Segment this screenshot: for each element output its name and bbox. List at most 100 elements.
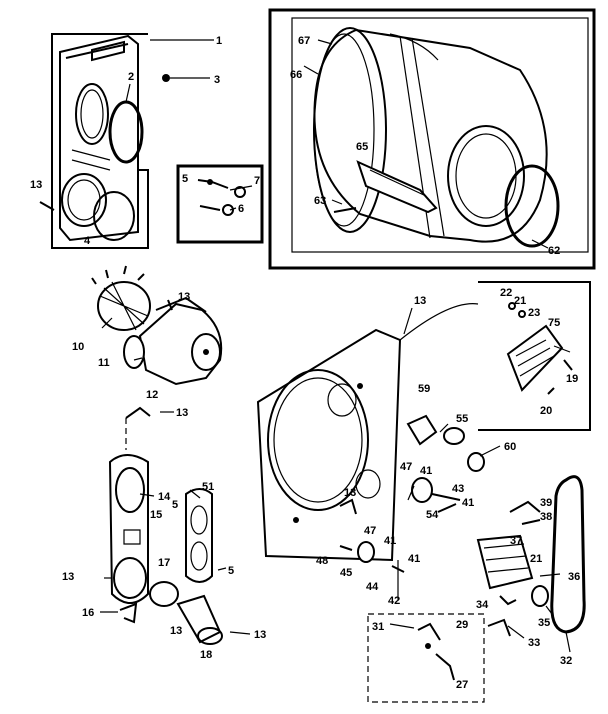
- lint-duct-cover: [185, 488, 213, 583]
- callout-33: 33: [528, 637, 540, 649]
- callout-19: 19: [566, 373, 578, 385]
- callout-43: 43: [452, 483, 464, 495]
- callout-18: 18: [200, 649, 212, 661]
- screw-19: [563, 359, 573, 371]
- callout-7: 7: [254, 175, 260, 187]
- callout-17: 17: [158, 557, 170, 569]
- callout-22: 22: [500, 287, 512, 299]
- callout-47b: 47: [364, 525, 376, 537]
- callout-23: 23: [528, 307, 540, 319]
- callout-3: 3: [214, 74, 220, 86]
- callout-21: 21: [514, 295, 526, 307]
- baffle-screw: [333, 207, 357, 213]
- clip-45: [339, 545, 353, 551]
- thermostat-55: [443, 427, 465, 445]
- callout-13e: 13: [170, 625, 182, 637]
- callout-21b: 21: [530, 553, 542, 565]
- callout-59: 59: [418, 383, 430, 395]
- shaft-43: [431, 493, 461, 501]
- callout-36: 36: [568, 571, 580, 583]
- callout-41c: 41: [384, 535, 396, 547]
- callout-32: 32: [560, 655, 572, 667]
- motor-bracket-39: [509, 500, 541, 513]
- lint-window: [93, 191, 135, 241]
- drive-belt: [550, 475, 586, 634]
- pulley-22: [508, 302, 516, 310]
- callout-51: 51: [202, 481, 214, 493]
- callout-60: 60: [504, 441, 516, 453]
- switch-29: [417, 622, 441, 641]
- screw-13: [39, 201, 55, 211]
- callout-47: 47: [400, 461, 412, 473]
- idler-group-box: [478, 281, 591, 431]
- bearing-60: [467, 452, 485, 472]
- callout-1: 1: [216, 35, 222, 47]
- exhaust-duct: [108, 454, 149, 604]
- drum-group-box: [268, 8, 596, 270]
- bracket-48: [339, 498, 357, 515]
- bracket-16: [119, 602, 138, 624]
- switch-group-box: [367, 613, 485, 703]
- callout-35: 35: [538, 617, 550, 629]
- callout-75: 75: [548, 317, 560, 329]
- callout-42: 42: [388, 595, 400, 607]
- screw-13-blower: [167, 299, 173, 311]
- callout-5: 5: [182, 173, 188, 185]
- callout-labels: 1 2 3 13 4 5 7 6 67 66 65 63 62 13 10 11…: [30, 35, 580, 691]
- drum-inner-box: [291, 17, 589, 253]
- hardware-group-box: [176, 164, 264, 244]
- callout-39: 39: [540, 497, 552, 509]
- back-cover-arc: [399, 303, 479, 341]
- callout-5c: 5: [228, 565, 234, 577]
- callout-5b: 5: [172, 499, 178, 511]
- bracket-34: [499, 595, 517, 606]
- thermostat-59: [406, 414, 438, 446]
- callout-11: 11: [98, 357, 110, 369]
- front-panel-group-box: [51, 33, 149, 249]
- callout-65: 65: [356, 141, 368, 153]
- fastener-3: [162, 74, 170, 82]
- bracket-33: [487, 618, 511, 637]
- callout-13b: 13: [178, 291, 190, 303]
- callout-13c: 13: [176, 407, 188, 419]
- callout-63: 63: [314, 195, 326, 207]
- screw-20: [547, 387, 555, 395]
- dryer-drum: [313, 27, 548, 243]
- callout-66: 66: [290, 69, 302, 81]
- drum-seal: [504, 164, 560, 248]
- front-panel: [59, 34, 139, 242]
- terminal: [425, 643, 431, 649]
- motor-clip-38: [521, 519, 541, 525]
- callout-13d: 13: [62, 571, 74, 583]
- callout-10: 10: [72, 341, 84, 353]
- screw-42: [391, 565, 405, 573]
- blower-housing: [123, 296, 223, 386]
- bearing-44: [357, 541, 375, 563]
- callout-4: 4: [84, 235, 91, 247]
- callout-48: 48: [316, 555, 328, 567]
- screw-41-a: [437, 503, 457, 513]
- callout-37: 37: [510, 535, 522, 547]
- callout-20: 20: [540, 405, 552, 417]
- rear-bulkhead: [256, 328, 402, 562]
- callout-41: 41: [420, 465, 432, 477]
- callout-55: 55: [456, 413, 468, 425]
- callout-31: 31: [372, 621, 384, 633]
- drive-motor: [476, 534, 549, 607]
- callout-13g: 13: [414, 295, 426, 307]
- callout-45: 45: [340, 567, 352, 579]
- fan-motor-adapter: [149, 581, 223, 645]
- callout-54: 54: [426, 509, 439, 521]
- callout-14: 14: [158, 491, 171, 503]
- callout-44: 44: [366, 581, 379, 593]
- callout-62: 62: [548, 245, 560, 257]
- wire-27: [435, 653, 455, 681]
- callout-13h: 13: [344, 487, 356, 499]
- callout-29: 29: [456, 619, 468, 631]
- pulley-54: [411, 477, 433, 503]
- idler-bracket: [506, 324, 564, 392]
- callout-16: 16: [82, 607, 94, 619]
- callout-2: 2: [128, 71, 134, 83]
